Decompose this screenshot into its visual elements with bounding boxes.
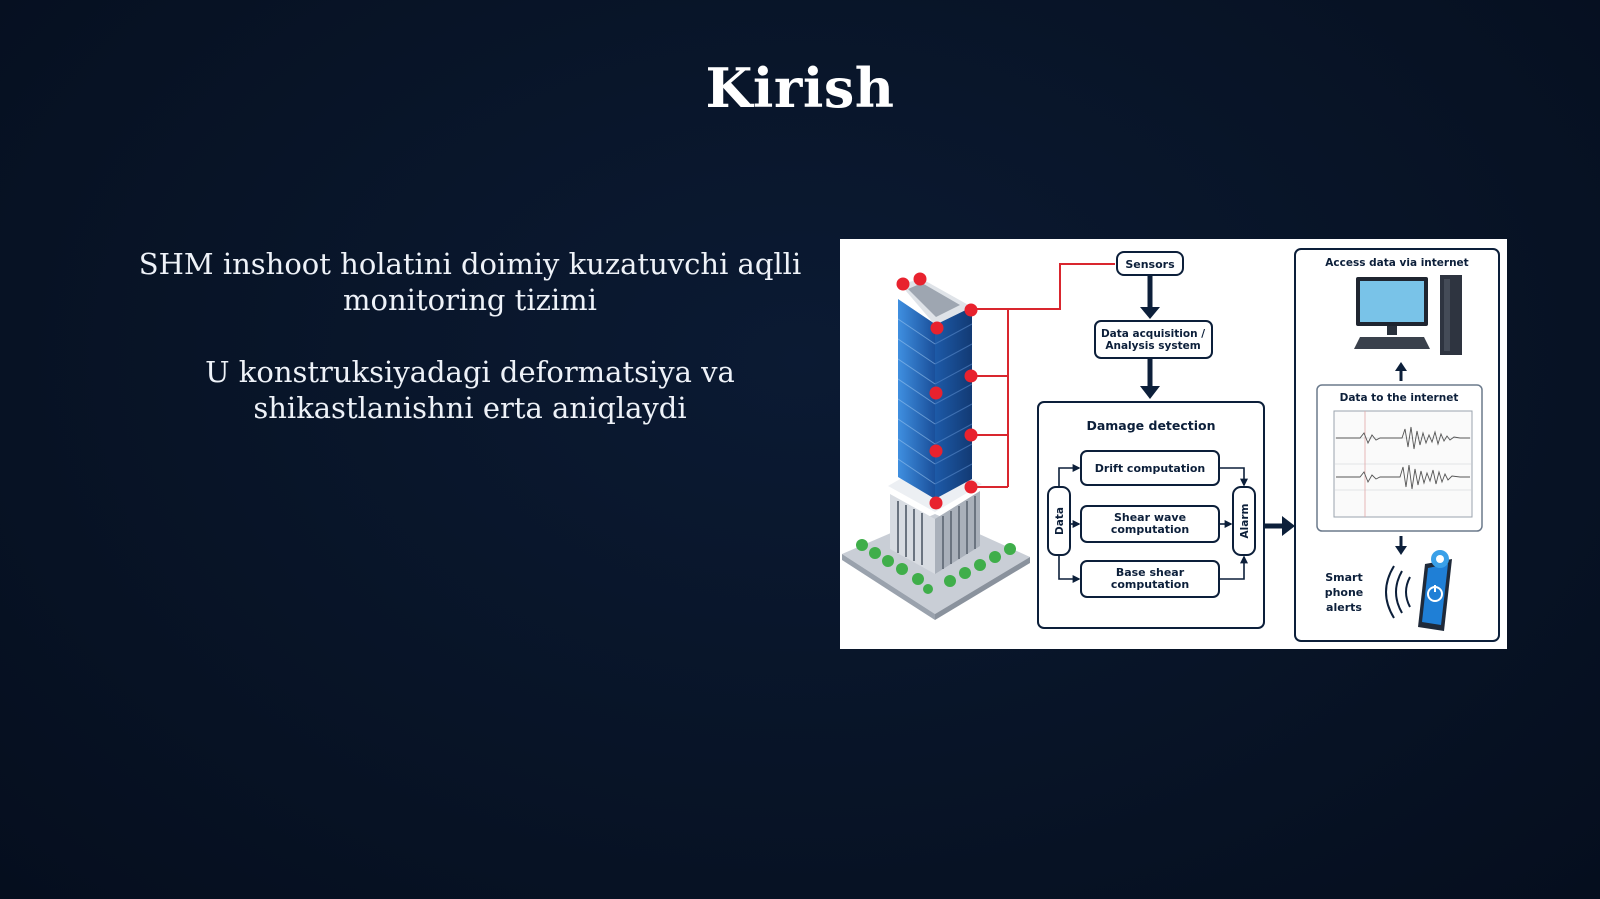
alarm-label: Alarm	[1239, 503, 1251, 538]
drift-label: Drift computation	[1095, 462, 1206, 475]
smartphone-icon	[1418, 550, 1452, 631]
daq-label-line-2: Analysis system	[1105, 340, 1200, 352]
tower-right-face	[935, 304, 972, 499]
sensor-dot	[913, 272, 927, 286]
sensor-dot	[964, 428, 978, 442]
arrow-right-icon	[1282, 516, 1295, 536]
arrow-down-icon	[1140, 386, 1160, 399]
shear-label-line-2: computation	[1111, 523, 1189, 536]
data-label: Data	[1054, 507, 1066, 535]
damage-detection-label: Damage detection	[1086, 418, 1215, 433]
daq-label-line-1: Data acquisition /	[1101, 328, 1205, 340]
waveform-plot	[1333, 410, 1473, 518]
sensors-box	[1116, 251, 1184, 276]
sensor-dot	[929, 444, 943, 458]
sensor-points	[896, 272, 978, 510]
sensor-dot	[929, 496, 943, 510]
arrow-down-icon	[1395, 546, 1407, 555]
paragraph-2-line-2: shikastlanishni erta aniqlaydi	[253, 391, 687, 425]
data-to-internet-label: Data to the internet	[1340, 392, 1459, 404]
paragraph-1-line-1: SHM inshoot holatini doimiy kuzatuvchi a…	[138, 247, 802, 281]
slide-title: Kirish	[705, 56, 895, 120]
sensor-dot	[964, 369, 978, 383]
paragraph-2-line-1: U konstruksiyadagi deformatsiya va	[205, 355, 735, 389]
computer-icon	[1354, 275, 1462, 355]
arrow-down-icon	[1140, 307, 1160, 319]
access-label: Access data via internet	[1325, 257, 1468, 269]
sensor-dot	[896, 277, 910, 291]
connectors	[1058, 464, 1248, 583]
smart-label-line-1: Smart	[1325, 571, 1363, 584]
paragraph-2: U konstruksiyadagi deformatsiya va shika…	[120, 354, 820, 426]
shear-label-line-1: Shear wave	[1114, 511, 1186, 524]
trees	[856, 539, 1016, 594]
shm-diagram: Sensors Data acquisition / Analysis syst…	[842, 248, 1500, 642]
paragraph-1-line-2: monitoring tizimi	[343, 283, 597, 317]
sensor-wiring	[972, 263, 1115, 488]
shm-diagram-figure: Sensors Data acquisition / Analysis syst…	[840, 239, 1507, 649]
sensor-dot	[930, 321, 944, 335]
daq-box	[1094, 320, 1213, 359]
tower-left-face	[898, 299, 935, 499]
smart-label-line-3: alerts	[1326, 601, 1362, 614]
arrow-up-icon	[1395, 362, 1407, 371]
sensors-label: Sensors	[1125, 258, 1175, 271]
sensor-dot	[964, 480, 978, 494]
paragraph-1: SHM inshoot holatini doimiy kuzatuvchi a…	[120, 246, 820, 318]
sensor-dot	[964, 303, 978, 317]
base-label-line-2: computation	[1111, 578, 1189, 591]
sensor-dot	[929, 386, 943, 400]
base-label-line-1: Base shear	[1116, 566, 1185, 579]
signal-waves-icon	[1385, 565, 1411, 619]
building-illustration	[842, 279, 1030, 620]
alarm-pill	[1232, 486, 1256, 556]
smart-label-line-2: phone	[1325, 586, 1364, 599]
